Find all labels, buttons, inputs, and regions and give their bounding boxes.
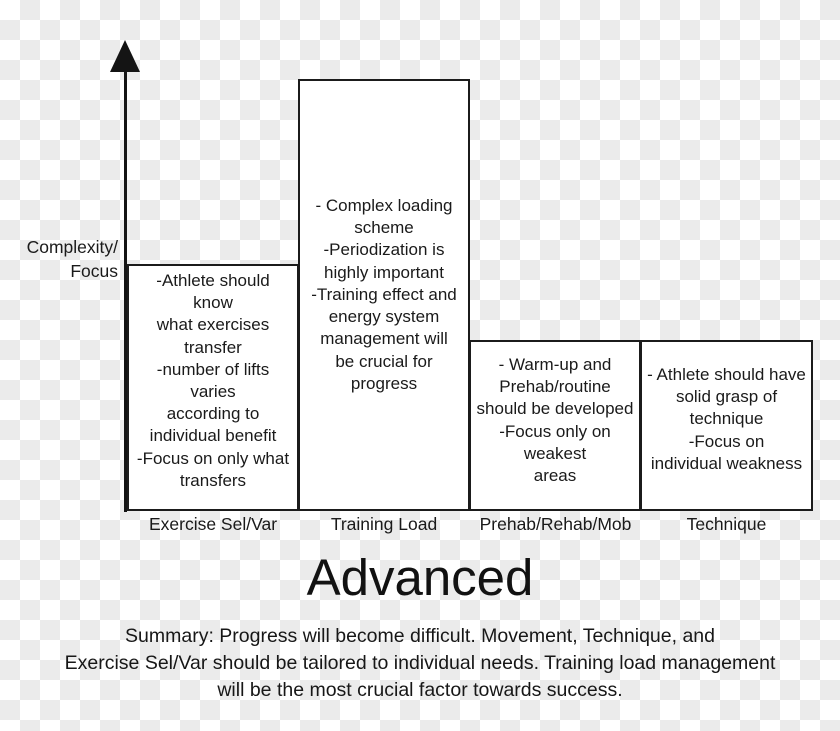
bar-prehab-rehab-mob: - Warm-up and Prehab/routine should be d… (469, 340, 641, 511)
y-axis-line (124, 68, 127, 512)
category-label-technique: Technique (686, 514, 767, 534)
y-axis-arrow-icon (110, 40, 140, 72)
bar-training-load: - Complex loading scheme -Periodization … (298, 79, 470, 511)
bar-prehab-rehab-mob-text: - Warm-up and Prehab/routine should be d… (476, 355, 634, 486)
category-label-exercise-sel-var: Exercise Sel/Var (148, 514, 278, 534)
chart-title: Advanced (306, 549, 534, 606)
bar-exercise-sel-var-text: -Athlete should know what exercises tran… (136, 271, 290, 490)
category-label-training-load: Training Load (330, 514, 438, 534)
category-label-prehab-rehab-mob: Prehab/Rehab/Mob (479, 514, 632, 534)
bar-technique: - Athlete should have solid grasp of tec… (640, 340, 813, 511)
bar-exercise-sel-var: -Athlete should know what exercises tran… (127, 264, 299, 511)
bar-training-load-text: - Complex loading scheme -Periodization … (311, 196, 457, 393)
y-axis-label: Complexity/ Focus (26, 237, 118, 281)
bar-technique-text: - Athlete should have solid grasp of tec… (647, 365, 806, 473)
chart-summary: Summary: Progress will become difficult.… (64, 625, 776, 701)
